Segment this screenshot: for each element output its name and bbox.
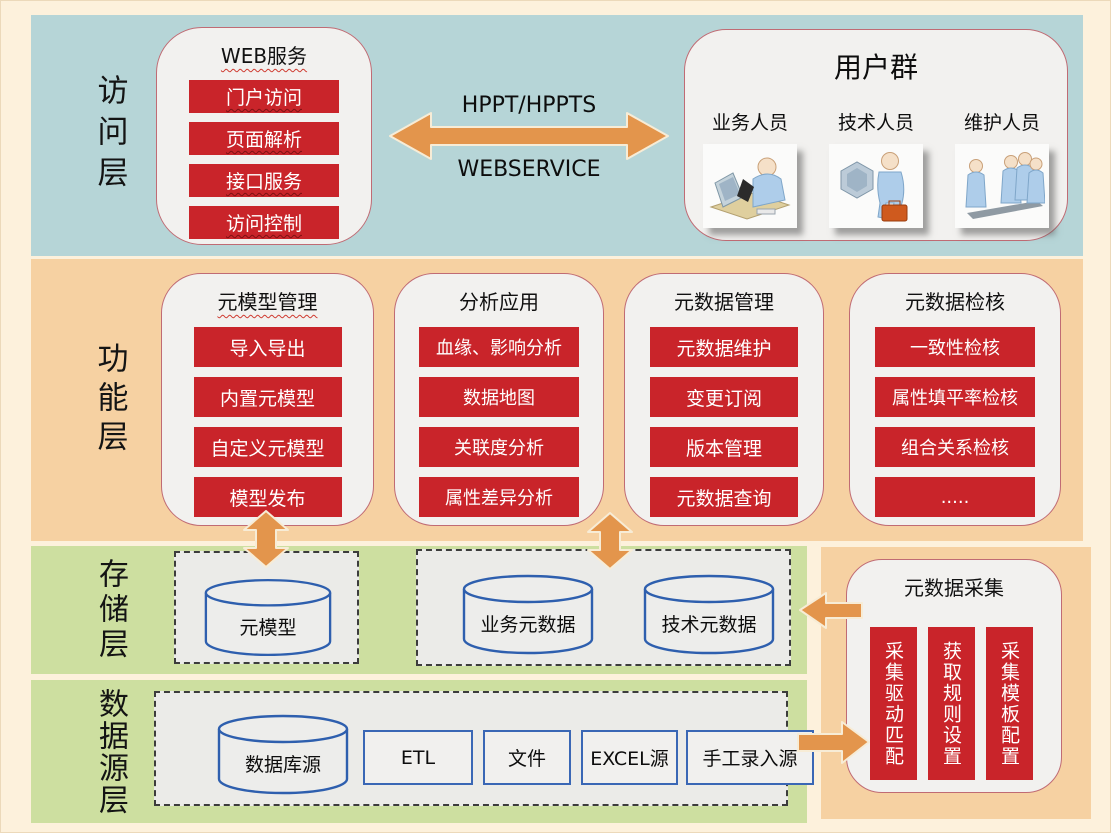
collection-bar: 获取规则设置: [928, 627, 975, 780]
module-item: 一致性检核: [875, 327, 1035, 367]
protocol-label-http: HPPT/HPPTS: [461, 93, 597, 118]
module-item: 属性差异分析: [419, 477, 579, 517]
cylinder-label: 业务元数据: [480, 613, 576, 636]
access-layer-label: 访问层: [91, 74, 128, 197]
module-title: 元数据管理: [674, 290, 774, 314]
storage-layer-label: 存储层: [93, 557, 128, 663]
user-group-box: 用户群 业务人员: [684, 29, 1068, 241]
module-title: 分析应用: [459, 290, 539, 314]
vertical-double-arrow-icon: [243, 510, 289, 568]
module-item: 关联度分析: [419, 427, 579, 467]
access-layer-band: 访问层 WEB服务 门户访问 页面解析 接口服务 访问控制 HPPT/HPPTS…: [31, 15, 1083, 256]
database-cylinder-icon: 技术元数据: [641, 573, 777, 657]
horizontal-double-arrow-icon: [389, 112, 669, 160]
user-group-title: 用户群: [833, 51, 918, 84]
cylinder-label: 元模型: [239, 617, 297, 640]
web-service-item: 门户访问: [189, 80, 339, 113]
user-roles: 业务人员 技术人员: [685, 108, 1067, 228]
module-item: 数据地图: [419, 377, 579, 417]
role-label: 技术人员: [837, 112, 914, 134]
function-layer-label: 功能层: [91, 341, 128, 459]
collection-bar: 采集模板配置: [986, 627, 1033, 780]
role-maintenance: 维护人员: [950, 108, 1054, 228]
module-item: 变更订阅: [650, 377, 798, 417]
module-item: 版本管理: [650, 427, 798, 467]
metadata-collection-box: 元数据采集 采集驱动匹配 获取规则设置 采集模板配置: [846, 559, 1062, 793]
module-item: 血缘、影响分析: [419, 327, 579, 367]
cylinder-label: 技术元数据: [661, 613, 757, 636]
maintenance-users-icon: [955, 144, 1049, 228]
collection-bar: 采集驱动匹配: [870, 627, 917, 780]
web-service-items: 门户访问 页面解析 接口服务 访问控制: [157, 80, 371, 239]
source-box-etl: ETL: [363, 730, 473, 785]
cylinder-label: 数据库源: [244, 753, 321, 776]
module-item: 属性填平率检核: [875, 377, 1035, 417]
role-label: 业务人员: [711, 112, 788, 134]
database-cylinder-icon: 元模型: [202, 577, 334, 659]
module-item: 元数据维护: [650, 327, 798, 367]
module-meta-model-mgmt: 元模型管理 导入导出 内置元模型 自定义元模型 模型发布: [161, 273, 374, 526]
web-service-item: 访问控制: [189, 206, 339, 239]
datasource-layer-band: 数据源层 数据库源 ETL 文件 EXCEL源 手工录入源: [31, 680, 814, 823]
module-analysis-apps: 分析应用 血缘、影响分析 数据地图 关联度分析 属性差异分析: [394, 273, 604, 526]
business-user-icon: [703, 144, 797, 228]
module-metadata-mgmt: 元数据管理 元数据维护 变更订阅 版本管理 元数据查询: [624, 273, 824, 526]
technical-user-icon: [829, 144, 923, 228]
metadata-store-container: 业务元数据 技术元数据: [416, 549, 791, 666]
web-service-item: 页面解析: [189, 122, 339, 155]
web-service-item: 接口服务: [189, 164, 339, 197]
storage-layer-band: 存储层 元模型 业务元数据: [31, 546, 807, 674]
role-technical: 技术人员: [824, 108, 928, 228]
module-title: 元模型管理: [217, 290, 318, 314]
module-item: 自定义元模型: [193, 427, 342, 467]
module-metadata-check: 元数据检核 一致性检核 属性填平率检核 组合关系检核 .....: [849, 273, 1061, 526]
datasource-layer-label: 数据源层: [93, 687, 128, 816]
module-item: 内置元模型: [193, 377, 342, 417]
role-business: 业务人员: [698, 108, 802, 228]
left-arrow-icon: [799, 592, 863, 629]
module-item: 导入导出: [193, 327, 342, 367]
database-cylinder-icon: 业务元数据: [460, 573, 596, 657]
web-service-title: WEB服务: [220, 44, 308, 68]
module-item: 模型发布: [193, 477, 342, 517]
module-item: 组合关系检核: [875, 427, 1035, 467]
protocol-label-webservice: WEBSERVICE: [457, 157, 601, 182]
collection-title: 元数据采集: [904, 576, 1004, 600]
module-title: 元数据检核: [905, 290, 1005, 314]
module-item: 元数据查询: [650, 477, 798, 517]
source-box-file: 文件: [483, 730, 571, 785]
collection-bars: 采集驱动匹配 获取规则设置 采集模板配置: [870, 627, 1033, 780]
function-layer-band: 功能层 元模型管理 导入导出 内置元模型 自定义元模型 模型发布 分析应用 血缘…: [31, 259, 1083, 541]
datasource-container: 数据库源 ETL 文件 EXCEL源 手工录入源: [154, 691, 814, 806]
collection-panel: 元数据采集 采集驱动匹配 获取规则设置 采集模板配置: [821, 547, 1091, 819]
role-label: 维护人员: [963, 112, 1040, 134]
module-item: .....: [875, 477, 1035, 517]
right-arrow-icon: [797, 721, 870, 764]
meta-model-store-container: 元模型: [174, 551, 359, 664]
vertical-double-arrow-icon: [587, 512, 633, 570]
source-box-excel: EXCEL源: [581, 730, 678, 785]
source-box-manual: 手工录入源: [686, 730, 814, 785]
web-service-group: WEB服务 门户访问 页面解析 接口服务 访问控制: [156, 27, 372, 245]
database-cylinder-icon: 数据库源: [215, 713, 351, 797]
